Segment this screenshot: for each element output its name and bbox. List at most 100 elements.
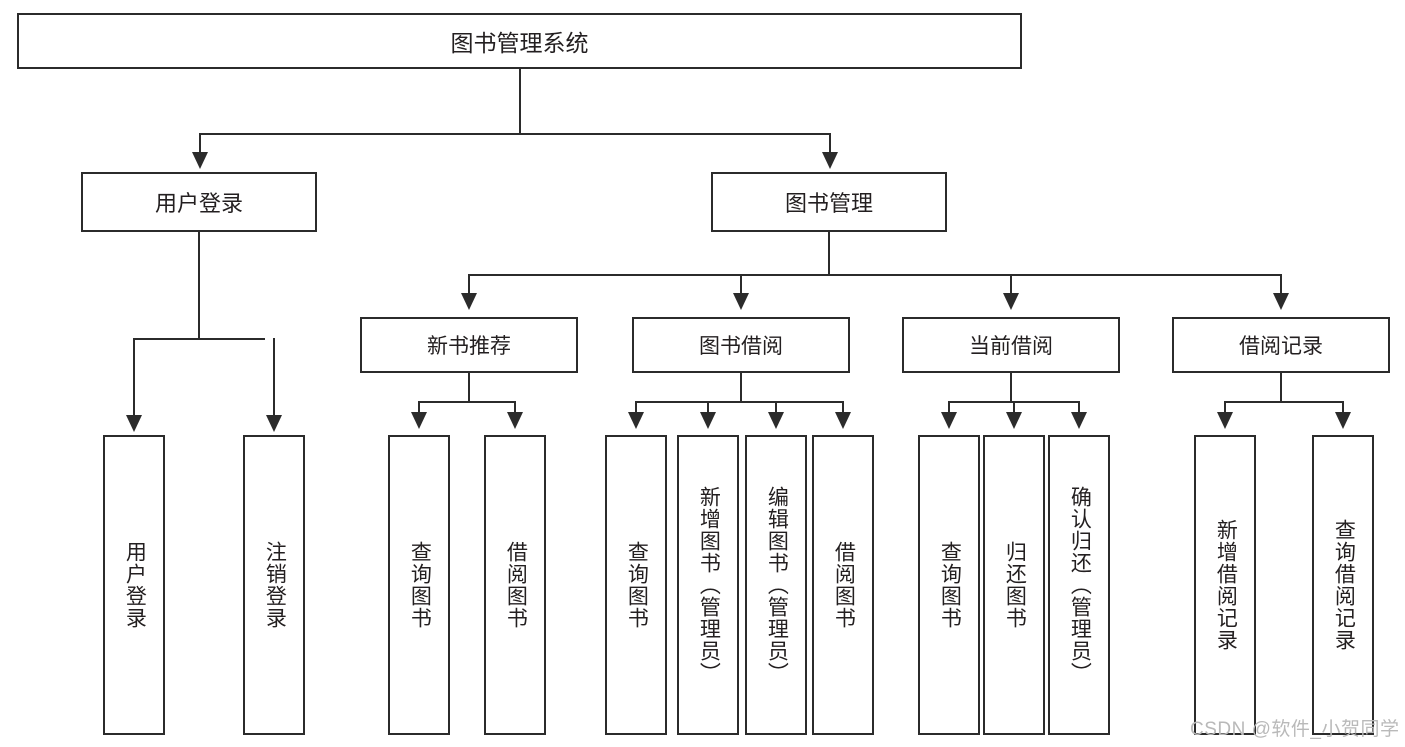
connector-user-login-left [133, 338, 135, 416]
leaf-text-wrap: 新增图书（管理员） [679, 437, 737, 733]
connector-borrow-records-c2 [1342, 401, 1344, 415]
connector-new-book-c1 [418, 401, 420, 415]
leaf-borrow-book-recommend[interactable]: 借阅图书 [484, 435, 546, 735]
node-borrow-records[interactable]: 借阅记录 [1172, 317, 1390, 373]
connector-current-borrow-c3 [1078, 401, 1080, 415]
arrow-root-to-user-login [192, 152, 208, 169]
leaf-confirm-return-admin[interactable]: 确认归还（管理员） [1048, 435, 1110, 735]
arrow-new-book-to-borrow [507, 412, 523, 429]
leaf-text-wrap: 用户登录 [105, 437, 163, 733]
node-label: 查询借阅记录 [1332, 519, 1356, 651]
leaf-query-book-current[interactable]: 查询图书 [918, 435, 980, 735]
leaf-add-book-admin[interactable]: 新增图书（管理员） [677, 435, 739, 735]
connector-root-to-book-management [829, 133, 831, 153]
connector-current-borrow-c2 [1013, 401, 1015, 415]
node-label: 查询图书 [408, 541, 432, 629]
leaf-text-wrap: 新增借阅记录 [1196, 437, 1254, 733]
connector-book-borrow-c2 [707, 401, 709, 415]
connector-root-bus [199, 133, 831, 135]
connector-bm-to-records [1280, 274, 1282, 294]
leaf-query-book-recommend[interactable]: 查询图书 [388, 435, 450, 735]
leaf-text-wrap: 编辑图书（管理员） [747, 437, 805, 733]
connector-bm-to-borrow [740, 274, 742, 294]
connector-root-stem [519, 69, 521, 134]
connector-book-management-bus [468, 274, 1280, 276]
connector-new-book-bus [418, 401, 516, 403]
leaf-add-borrow-record[interactable]: 新增借阅记录 [1194, 435, 1256, 735]
arrow-book-borrow-to-edit [768, 412, 784, 429]
leaf-text-wrap: 查询图书 [390, 437, 448, 733]
connector-current-borrow-stem [1010, 373, 1012, 403]
leaf-text-wrap: 确认归还（管理员） [1050, 437, 1108, 733]
arrow-current-borrow-to-query [941, 412, 957, 429]
connector-borrow-records-stem [1280, 373, 1282, 403]
node-user-login[interactable]: 用户登录 [81, 172, 317, 232]
csdn-watermark: CSDN @软件_小贺同学 [1190, 719, 1400, 740]
leaf-text-wrap: 借阅图书 [486, 437, 544, 733]
node-label: 编辑图书（管理员） [765, 486, 789, 684]
arrow-current-borrow-to-return [1006, 412, 1022, 429]
node-label: 注销登录 [263, 541, 287, 629]
arrow-borrow-records-to-query [1335, 412, 1351, 429]
leaf-text-wrap: 借阅图书 [814, 437, 872, 733]
node-label: 借阅图书 [832, 541, 856, 629]
leaf-text-wrap: 查询图书 [920, 437, 978, 733]
node-label: 借阅图书 [504, 541, 528, 629]
leaf-query-book-borrow[interactable]: 查询图书 [605, 435, 667, 735]
leaf-query-borrow-record[interactable]: 查询借阅记录 [1312, 435, 1374, 735]
leaf-text-wrap: 注销登录 [245, 437, 303, 733]
node-root-book-management-system[interactable]: 图书管理系统 [17, 13, 1022, 69]
node-label: 新增借阅记录 [1214, 519, 1238, 651]
connector-book-borrow-c4 [842, 401, 844, 415]
connector-bm-to-current [1010, 274, 1012, 294]
node-book-borrow[interactable]: 图书借阅 [632, 317, 850, 373]
arrow-bm-to-borrow-records [1273, 293, 1289, 310]
arrow-book-borrow-to-add [700, 412, 716, 429]
leaf-text-wrap: 查询图书 [607, 437, 665, 733]
node-book-management[interactable]: 图书管理 [711, 172, 947, 232]
connector-root-to-user-login [199, 133, 201, 153]
connector-book-borrow-stem [740, 373, 742, 403]
arrow-bm-to-book-borrow [733, 293, 749, 310]
node-label: 新书推荐 [427, 335, 511, 358]
connector-book-management-stem [828, 232, 830, 276]
node-new-book-recommend[interactable]: 新书推荐 [360, 317, 578, 373]
connector-user-login-stem [198, 232, 200, 340]
arrow-user-login-to-login-leaf [126, 415, 142, 432]
connector-bm-to-new-book [468, 274, 470, 294]
leaf-edit-book-admin[interactable]: 编辑图书（管理员） [745, 435, 807, 735]
arrow-bm-to-new-book-recommend [461, 293, 477, 310]
connector-book-borrow-bus [635, 401, 843, 403]
node-label: 新增图书（管理员） [697, 486, 721, 684]
arrow-root-to-book-management [822, 152, 838, 169]
arrow-book-borrow-to-query [628, 412, 644, 429]
connector-current-borrow-c1 [948, 401, 950, 415]
arrow-user-login-to-logout-leaf [266, 415, 282, 432]
leaf-text-wrap: 归还图书 [985, 437, 1043, 733]
node-label: 归还图书 [1003, 541, 1027, 629]
arrow-borrow-records-to-add [1217, 412, 1233, 429]
leaf-return-book[interactable]: 归还图书 [983, 435, 1045, 735]
leaf-borrow-book[interactable]: 借阅图书 [812, 435, 874, 735]
node-current-borrow[interactable]: 当前借阅 [902, 317, 1120, 373]
arrow-current-borrow-to-confirm [1071, 412, 1087, 429]
node-label: 图书管理系统 [450, 30, 589, 56]
leaf-user-login[interactable]: 用户登录 [103, 435, 165, 735]
connector-book-borrow-c1 [635, 401, 637, 415]
node-label: 图书管理 [784, 191, 873, 216]
node-label: 当前借阅 [969, 335, 1053, 358]
node-label: 确认归还（管理员） [1068, 486, 1092, 684]
connector-user-login-bus [133, 338, 265, 340]
arrow-bm-to-current-borrow [1003, 293, 1019, 310]
connector-borrow-records-bus [1224, 401, 1343, 403]
node-label: 用户登录 [123, 541, 147, 629]
connector-user-login-right [273, 338, 275, 416]
connector-borrow-records-c1 [1224, 401, 1226, 415]
arrow-new-book-to-query [411, 412, 427, 429]
node-label: 查询图书 [625, 541, 649, 629]
node-label: 图书借阅 [699, 335, 783, 358]
connector-new-book-stem [468, 373, 470, 403]
node-label: 借阅记录 [1239, 335, 1323, 358]
leaf-logout[interactable]: 注销登录 [243, 435, 305, 735]
